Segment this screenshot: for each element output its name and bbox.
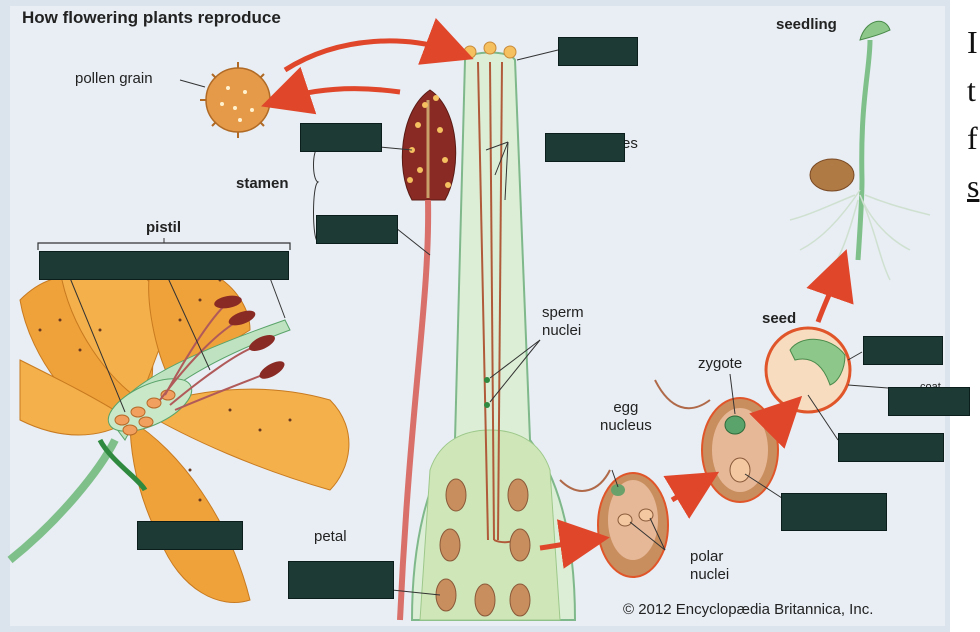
answer-box-stigma[interactable]	[558, 37, 638, 66]
label-zygote: zygote	[698, 355, 743, 372]
answer-box-endosperm-nucleus[interactable]	[781, 493, 887, 531]
answer-box-seed-coat[interactable]	[888, 387, 970, 416]
figure-title: How flowering plants reproduce	[22, 8, 281, 27]
label-polar-nuclei: polar nuclei	[690, 548, 730, 583]
side-text-line-4: s	[967, 168, 980, 204]
answer-box-anther[interactable]	[300, 123, 382, 152]
answer-box-pollen-tubes[interactable]	[545, 133, 625, 162]
side-text-line-1: I	[967, 24, 978, 60]
label-pollen-grain: pollen grain	[75, 70, 153, 87]
pistil-pointers	[69, 277, 286, 413]
label-seed: seed	[762, 310, 797, 327]
ovule-egg-stage	[559, 469, 669, 578]
side-text-line-2: t	[967, 72, 976, 108]
answer-box-endosperm[interactable]	[838, 433, 944, 462]
stamen-bracket	[313, 147, 320, 243]
lily-flower	[7, 255, 350, 603]
label-petal: petal	[314, 528, 347, 545]
process-arrows	[261, 18, 854, 569]
label-pistil: pistil	[146, 219, 182, 236]
label-stamen: stamen	[236, 175, 289, 192]
label-seedling: seedling	[776, 16, 837, 33]
answer-box-sepal[interactable]	[137, 521, 243, 550]
answer-box-pistil-parts[interactable]	[39, 251, 289, 280]
label-egg-nucleus: egg nucleus	[600, 399, 652, 434]
pollen-grain	[200, 62, 276, 138]
seedling	[789, 20, 931, 281]
answer-box-ovule[interactable]	[288, 561, 394, 599]
side-text-line-3: f	[967, 120, 978, 156]
label-sperm-nuclei: sperm nuclei	[542, 304, 584, 339]
copyright-notice: © 2012 Encyclopædia Britannica, Inc.	[623, 601, 874, 618]
seed	[764, 326, 852, 414]
answer-box-embryo[interactable]	[863, 336, 943, 365]
pistil-bracket	[37, 242, 291, 250]
answer-box-filament[interactable]	[316, 215, 398, 244]
label-pollen-tubes-partial: es	[622, 135, 638, 152]
